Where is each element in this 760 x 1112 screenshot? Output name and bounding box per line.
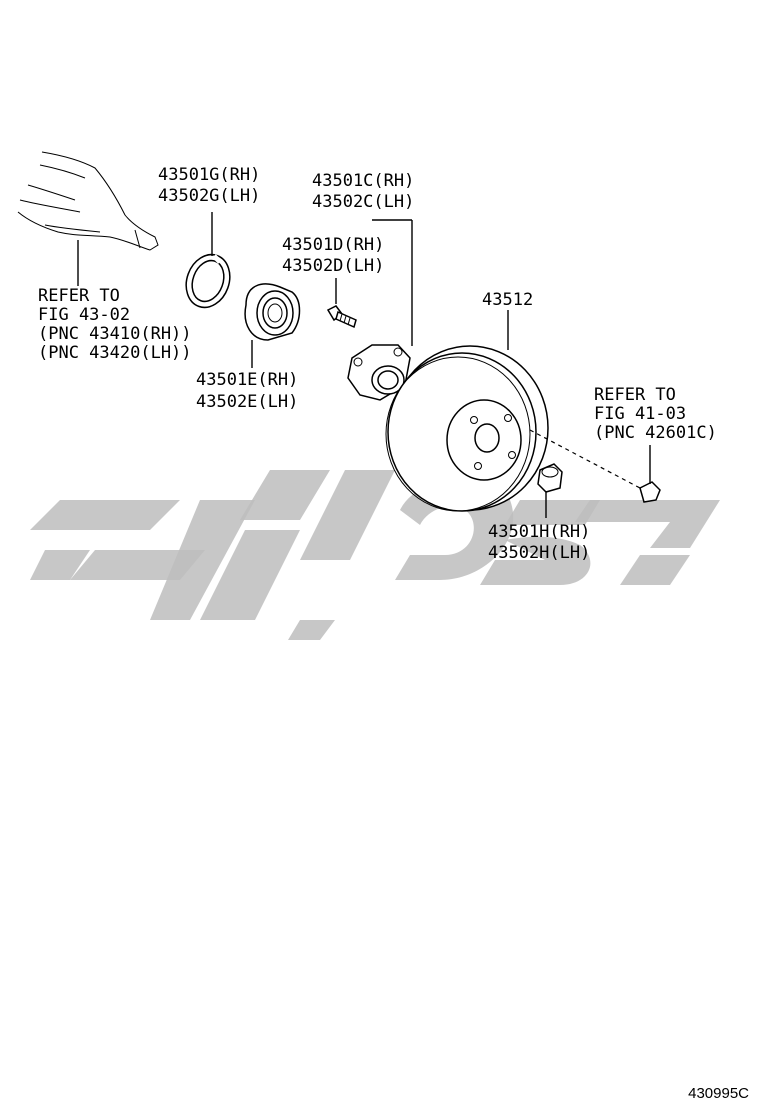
hub-icon bbox=[347, 344, 411, 401]
snap-ring-icon bbox=[185, 253, 231, 309]
label-bearing-lh: 43502E(LH) bbox=[196, 392, 298, 412]
label-refer-wheel-1: REFER TO bbox=[594, 385, 676, 405]
label-refer-wheel-2: FIG 41-03 bbox=[594, 404, 686, 424]
label-snap-ring-lh: 43502G(LH) bbox=[158, 186, 260, 206]
hub-nut-icon bbox=[537, 463, 563, 493]
label-refer-driveshaft-4: (PNC 43420(LH)) bbox=[38, 343, 192, 363]
label-refer-wheel-3: (PNC 42601C) bbox=[594, 423, 717, 443]
diagram-code: 430995C bbox=[688, 1085, 749, 1102]
label-nut-rh: 43501H(RH) bbox=[488, 522, 590, 542]
label-hub-bolt-lh: 43502D(LH) bbox=[282, 256, 384, 276]
bearing-icon bbox=[244, 283, 301, 341]
label-refer-driveshaft-1: REFER TO bbox=[38, 286, 120, 306]
label-refer-driveshaft-3: (PNC 43410(RH)) bbox=[38, 324, 192, 344]
brake-disc-icon bbox=[385, 345, 549, 512]
wheel-nut-icon bbox=[639, 481, 661, 503]
driveshaft-icon bbox=[17, 151, 159, 251]
label-disc: 43512 bbox=[482, 290, 533, 310]
label-bearing-rh: 43501E(RH) bbox=[196, 370, 298, 390]
label-hub-rh: 43501C(RH) bbox=[312, 171, 414, 191]
label-nut-lh: 43502H(LH) bbox=[488, 543, 590, 563]
label-hub-lh: 43502C(LH) bbox=[312, 192, 414, 212]
logo-watermark bbox=[30, 470, 720, 640]
label-refer-driveshaft-2: FIG 43-02 bbox=[38, 305, 130, 325]
label-hub-bolt-rh: 43501D(RH) bbox=[282, 235, 384, 255]
hub-bolt-icon bbox=[326, 305, 357, 329]
label-snap-ring-rh: 43501G(RH) bbox=[158, 165, 260, 185]
